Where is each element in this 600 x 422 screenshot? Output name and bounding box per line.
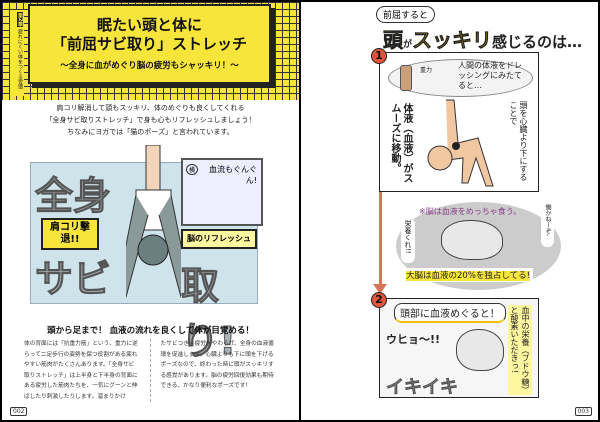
panel-2: 頭部に血液めぐると！ ウヒョ〜!! イキイキ 血中の栄養（ブドウ糖）と酸素いただ… <box>379 298 539 398</box>
big-text-tori: 取り! <box>181 264 237 364</box>
page-number-right: 003 <box>574 407 592 416</box>
bending-body-figure <box>427 99 494 187</box>
body-columns: 体の背面には「抗重力筋」という、重力に逆らって二足歩行の姿勢を保つ役割がある疲れ… <box>24 339 276 402</box>
stretch-illustration: 全身 サビ 取り! 肩コリ撃退!! 脳のリフレッシュ 横 血流もぐんぐん! <box>30 145 263 364</box>
chapter-label: 第2章 <box>17 12 23 28</box>
panel-1-side-text: 頭を心臓より下にすることで <box>509 101 528 181</box>
title-line-1: 眠たい頭と体に <box>96 16 202 34</box>
dressing-bottle-icon <box>400 65 412 91</box>
intro-line: ちなみにヨガでは「猫のポーズ」と言われています。 <box>67 128 234 136</box>
inset-label: 横 <box>186 164 199 175</box>
chapter-text: 疲れにくい体をつくる習慣 <box>17 29 23 90</box>
intro-line: 肩コリ解消して頭もスッキリ、体のめぐりも良くしてくれる <box>56 104 245 112</box>
intro-text: 肩コリ解消して頭もスッキリ、体のめぐりも良くしてくれる 「全身サビ取りストレッチ… <box>2 102 299 138</box>
panel-2-number: 2 <box>371 292 387 308</box>
dressing-bubble <box>388 59 533 97</box>
left-page: 第2章 疲れにくい体をつくる習慣 眠たい頭と体に 「前屈サビ取り」ストレッチ 〜… <box>2 2 299 420</box>
intro-line: 「全身サビ取りストレッチ」で身も心もリフレッシュしましょう！ <box>45 116 256 124</box>
panel-1-main-text: 体液（血液）がスムーズに移動。 <box>389 103 412 183</box>
chapter-side-tab: 第2章 疲れにくい体をつくる習慣 <box>10 10 24 96</box>
cloud-left-speech: 栄養くれ!! <box>401 218 415 263</box>
cloud-note: ※脳は血液をめっちゃ食う。 <box>419 207 522 216</box>
inset-text: 血流もぐんぐん! <box>209 165 257 185</box>
subtitle: 〜全身に血がめぐり脳の疲労もシャッキリ！〜 <box>60 61 239 71</box>
panel-1-caption: 人間の体液をドレッシングにみたてると… <box>458 61 522 90</box>
panel-2-side-text: 血中の栄養（ブドウ糖）と酸素いただきっ! <box>508 305 532 395</box>
column-divider <box>149 339 151 402</box>
title-line-2: 「前屈サビ取り」ストレッチ <box>51 35 247 53</box>
panel-2-caption: 頭部に血液めぐると！ <box>394 303 506 323</box>
sfx-uhyo: ウヒョ〜!! <box>386 333 441 346</box>
title-head: 頭 <box>383 28 404 53</box>
title-small: 前屈すると <box>376 6 436 23</box>
happy-brain-character <box>456 329 504 371</box>
flow-arrow-line <box>379 192 382 287</box>
side-view-inset: 横 血流もぐんぐん! <box>181 158 263 226</box>
brain-character <box>441 220 503 260</box>
right-page: 前屈すると 頭がスッキリ感じるのは… 重力 人間の体液をドレッシングにみたてると… <box>301 2 598 420</box>
page-number-left: 002 <box>10 407 28 416</box>
panel-1-number: 1 <box>371 48 387 64</box>
flow-arrow-head <box>373 284 387 294</box>
cloud-bottom-text: 大脳は血液の20%を独占してる! <box>403 268 534 282</box>
right-title: 頭がスッキリ感じるのは… <box>383 24 582 53</box>
big-text-sabi: サビ <box>34 257 112 302</box>
section-heading: 頭から足まで！ 血液の流れを良くして体が目覚める！ <box>47 326 254 336</box>
bubble-shoulder: 肩コリ撃退!! <box>41 218 99 250</box>
sfx-ikiiki: イキイキ <box>386 377 459 399</box>
title-sukkiri: スッキリ <box>412 28 493 53</box>
bubble-brain-refresh: 脳のリフレッシュ <box>181 229 257 249</box>
gravity-label: 重力 <box>420 67 433 74</box>
title-box: 眠たい頭と体に 「前屈サビ取り」ストレッチ 〜全身に血がめぐり脳の疲労もシャッキ… <box>28 4 271 84</box>
title-rest: 感じるのは… <box>492 33 583 51</box>
big-text-zenshin: 全身 <box>34 174 112 219</box>
bending-person-figure <box>126 145 181 298</box>
body-column-2: たサビつき＝疲労をやわらげ、全身の血液循環を促進します。心臓よりも下に頭を下げる… <box>160 341 274 389</box>
cloud-bottom-label: 大脳は血液の20%を独占してる! <box>406 271 531 281</box>
title-ga: が <box>403 40 413 50</box>
cloud-right-speech: 働かねーぞ- <box>541 202 554 247</box>
panel-1: 重力 人間の体液をドレッシングにみたてると… 頭を心臓より下にすることで 体液（… <box>379 52 539 192</box>
body-column-1: 体の背面には「抗重力筋」という、重力に逆らって二足歩行の姿勢を保つ役割がある疲れ… <box>24 341 138 400</box>
